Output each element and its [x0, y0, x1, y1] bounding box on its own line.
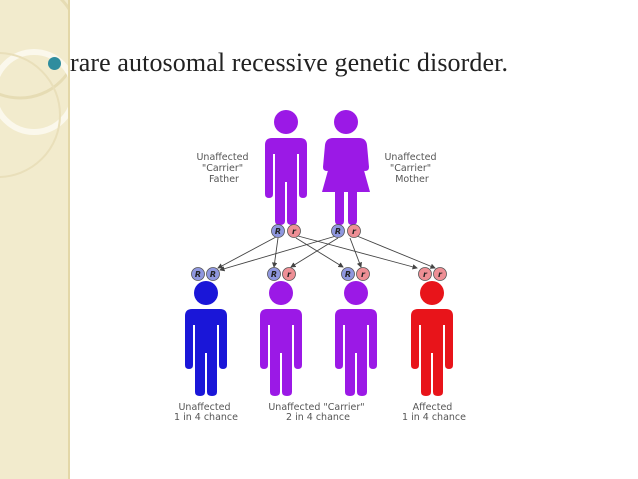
- allele-label: r: [361, 270, 366, 279]
- child-4-label: Affected 1 in 4 chance: [402, 402, 466, 423]
- allele-label: R: [275, 227, 281, 236]
- mother-label: Unaffected "Carrier" Mother: [384, 152, 439, 185]
- allele-dominant: [341, 267, 355, 281]
- father-alleles: R r: [271, 224, 301, 238]
- child-carrier-figure: [260, 281, 302, 396]
- allele-dominant: [191, 267, 205, 281]
- child-affected-figure: [411, 281, 453, 396]
- allele-label: R: [345, 270, 351, 279]
- allele-recessive: [287, 224, 301, 238]
- allele-dominant: [271, 224, 285, 238]
- allele-dominant: [206, 267, 220, 281]
- child-2-alleles: R r: [267, 267, 296, 281]
- bullet-item: rare autosomal recessive genetic disorde…: [48, 48, 508, 78]
- decorative-sidebar: [0, 0, 70, 479]
- child-1-label: Unaffected 1 in 4 chance: [174, 402, 238, 423]
- allele-dominant: [267, 267, 281, 281]
- allele-recessive: [282, 267, 296, 281]
- child-1-alleles: R R: [191, 267, 220, 281]
- mother-alleles: R r: [331, 224, 361, 238]
- carrier-children-label: Unaffected "Carrier" 2 in 4 chance: [268, 402, 367, 423]
- allele-label: R: [210, 270, 216, 279]
- allele-label: r: [292, 227, 297, 236]
- allele-label: r: [287, 270, 292, 279]
- decorative-swirl: [0, 0, 70, 178]
- allele-dominant: [331, 224, 345, 238]
- child-4-alleles: r r: [418, 267, 447, 281]
- allele-label: R: [271, 270, 277, 279]
- allele-label: R: [195, 270, 201, 279]
- child-carrier-figure: [335, 281, 377, 396]
- allele-label: r: [438, 270, 443, 279]
- allele-recessive: [433, 267, 447, 281]
- bullet-text: rare autosomal recessive genetic disorde…: [70, 48, 509, 77]
- father-label: Unaffected "Carrier" Father: [196, 152, 251, 185]
- allele-label: R: [335, 227, 341, 236]
- inheritance-arrows: [217, 235, 436, 272]
- allele-recessive: [418, 267, 432, 281]
- allele-label: r: [423, 270, 428, 279]
- allele-label: r: [352, 227, 357, 236]
- child-3-alleles: R r: [341, 267, 370, 281]
- allele-recessive: [356, 267, 370, 281]
- mother-figure: [322, 110, 370, 225]
- allele-recessive: [347, 224, 361, 238]
- bullet-icon: [48, 56, 61, 70]
- child-unaffected-figure: [185, 281, 227, 396]
- father-figure: [265, 110, 307, 225]
